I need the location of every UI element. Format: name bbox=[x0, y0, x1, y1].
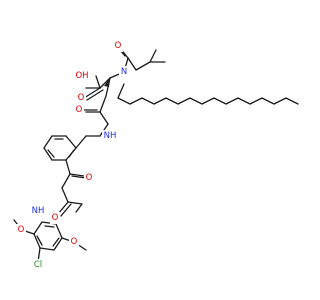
acid-carbonyl-oxygen-label: O bbox=[78, 93, 85, 103]
chemical-structure-diagram: OH O N O O NH O O NH O O Cl bbox=[13, 40, 299, 271]
acid-hydroxyl-label: OH bbox=[75, 71, 88, 81]
amide-nitrogen-label: N bbox=[121, 67, 127, 77]
lower-nh-label: NH bbox=[32, 206, 45, 216]
chlorine-label: Cl bbox=[34, 260, 42, 270]
methoxy-oxygen-right-label: O bbox=[71, 237, 78, 247]
side-chain-oxygen-label: O bbox=[76, 105, 83, 115]
methoxy-oxygen-left-label: O bbox=[18, 225, 25, 235]
amide-oxygen-label: O bbox=[52, 213, 59, 223]
octadecyl-chain bbox=[129, 97, 299, 105]
atom-labels: OH O N O O NH O O NH O O Cl bbox=[16, 40, 129, 271]
bond-lines bbox=[13, 47, 299, 263]
stereo-wedge bbox=[104, 78, 110, 87]
ketone-oxygen-label: O bbox=[86, 173, 93, 183]
anilide-nh-label: NH bbox=[104, 131, 117, 141]
isobutyryl-oxygen-label: O bbox=[115, 41, 122, 51]
